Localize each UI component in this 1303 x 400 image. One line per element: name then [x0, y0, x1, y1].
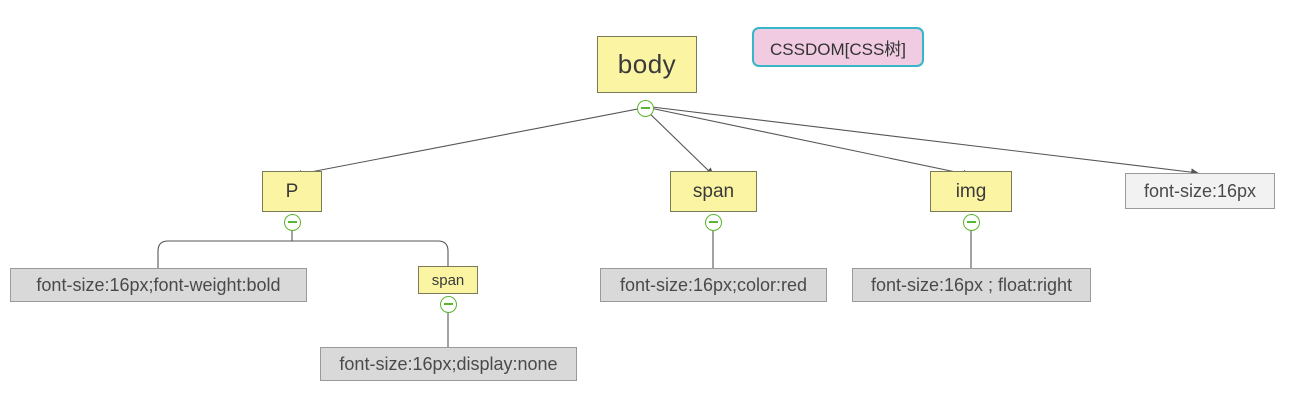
node-text-img-style: font-size:16px ; float:right [852, 268, 1091, 302]
node-img[interactable]: img [930, 171, 1012, 212]
node-text-img-style-label: font-size:16px ; float:right [870, 274, 1073, 295]
edge-body-to-p [294, 107, 644, 178]
edge-p-to-span-nested [292, 240, 449, 266]
node-span-nested[interactable]: span [418, 266, 478, 294]
node-text-font-size-label: font-size:16px [1143, 180, 1257, 201]
node-p-label: P [285, 180, 299, 202]
node-text-span-top-style-label: font-size:16px;color:red [619, 274, 808, 295]
node-text-span-top-style: font-size:16px;color:red [600, 268, 827, 302]
collapse-toggle-p[interactable] [284, 214, 301, 231]
node-span-nested-label: span [431, 271, 465, 289]
diagram-title-box: CSSDOM[CSS树] [752, 27, 924, 67]
node-span-top-label: span [692, 180, 735, 202]
edge-body-to-img [649, 107, 971, 178]
edge-p-to-text [157, 240, 292, 268]
edge-body-to-span [644, 108, 714, 176]
diagram-title-label: CSSDOM[CSS树] [769, 39, 907, 59]
edge-body-to-fontsize [651, 106, 1199, 176]
node-text-span-nested-style-label: font-size:16px;display:none [339, 353, 558, 374]
node-body-label: body [617, 49, 677, 79]
node-text-p-style: font-size:16px;font-weight:bold [10, 268, 307, 302]
node-text-span-nested-style: font-size:16px;display:none [320, 347, 577, 381]
node-text-p-style-label: font-size:16px;font-weight:bold [36, 274, 281, 295]
node-body[interactable]: body [597, 36, 697, 93]
collapse-toggle-span-nested[interactable] [440, 296, 457, 313]
collapse-toggle-span-top[interactable] [705, 214, 722, 231]
node-span-top[interactable]: span [670, 171, 757, 212]
node-img-label: img [955, 180, 987, 202]
collapse-toggle-body[interactable] [637, 100, 654, 117]
node-p[interactable]: P [262, 171, 322, 212]
collapse-toggle-img[interactable] [963, 214, 980, 231]
node-text-font-size: font-size:16px [1125, 173, 1275, 209]
